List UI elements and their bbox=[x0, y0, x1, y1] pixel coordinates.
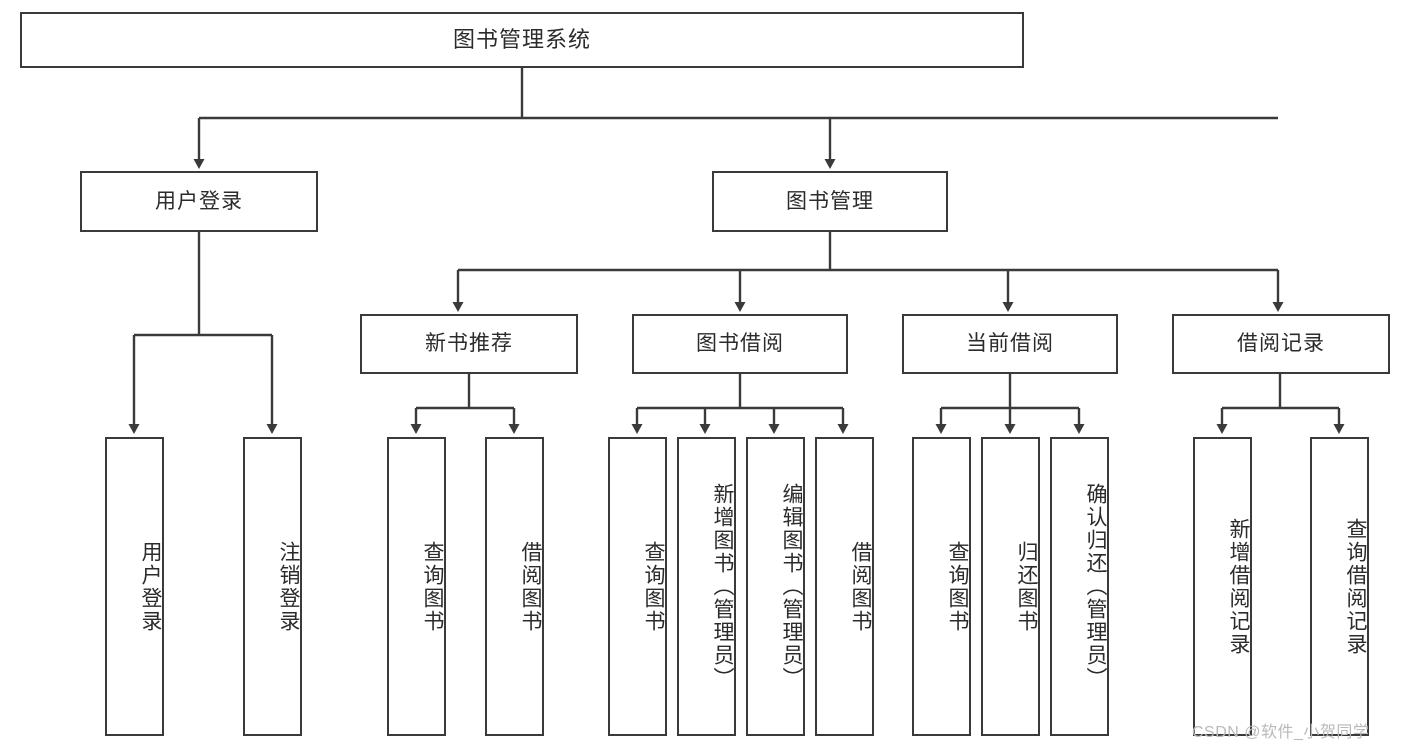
node-label: 归还图书 bbox=[1015, 540, 1038, 633]
node-user-login[interactable]: 用户登录 bbox=[80, 171, 318, 232]
node-label: 用户登录 bbox=[155, 189, 243, 213]
leaf-borrow-record-add[interactable]: 新增借阅记录 bbox=[1193, 437, 1252, 736]
node-label: 查询借阅记录 bbox=[1344, 517, 1367, 656]
node-label: 注销登录 bbox=[277, 540, 300, 633]
leaf-user-login-logout[interactable]: 注销登录 bbox=[243, 437, 302, 736]
node-label: 新增借阅记录 bbox=[1227, 517, 1250, 656]
leaf-current-borrow-confirm-return-admin[interactable]: 确认归还（管理员） bbox=[1050, 437, 1109, 736]
node-label: 编辑图书（管理员） bbox=[780, 483, 803, 690]
leaf-new-book-borrow[interactable]: 借阅图书 bbox=[485, 437, 544, 736]
node-book-borrowing[interactable]: 图书借阅 bbox=[632, 314, 848, 374]
node-label: 图书管理 bbox=[786, 189, 874, 213]
leaf-user-login-login[interactable]: 用户登录 bbox=[105, 437, 164, 736]
node-label: 用户登录 bbox=[139, 540, 162, 633]
leaf-book-borrow-borrow[interactable]: 借阅图书 bbox=[815, 437, 874, 736]
leaf-current-borrow-query[interactable]: 查询图书 bbox=[912, 437, 971, 736]
node-root-book-management-system[interactable]: 图书管理系统 bbox=[20, 12, 1024, 68]
node-label: 新书推荐 bbox=[425, 332, 513, 356]
node-label: 当前借阅 bbox=[966, 332, 1054, 356]
node-label: 借阅记录 bbox=[1237, 332, 1325, 356]
node-label: 查询图书 bbox=[946, 540, 969, 633]
leaf-current-borrow-return[interactable]: 归还图书 bbox=[981, 437, 1040, 736]
node-new-book-recommendation[interactable]: 新书推荐 bbox=[360, 314, 578, 374]
node-borrowing-record[interactable]: 借阅记录 bbox=[1172, 314, 1390, 374]
csdn-watermark: CSDN @软件_小贺同学 bbox=[1192, 724, 1370, 741]
leaf-borrow-record-query[interactable]: 查询借阅记录 bbox=[1310, 437, 1369, 736]
node-label: 借阅图书 bbox=[849, 540, 872, 633]
node-label: 新增图书（管理员） bbox=[711, 483, 734, 690]
node-book-management[interactable]: 图书管理 bbox=[712, 171, 948, 232]
node-label: 查询图书 bbox=[642, 540, 665, 633]
leaf-book-borrow-query[interactable]: 查询图书 bbox=[608, 437, 667, 736]
leaf-new-book-query[interactable]: 查询图书 bbox=[387, 437, 446, 736]
leaf-book-borrow-add-admin[interactable]: 新增图书（管理员） bbox=[677, 437, 736, 736]
node-current-borrowing[interactable]: 当前借阅 bbox=[902, 314, 1118, 374]
node-label: 图书借阅 bbox=[696, 332, 784, 356]
leaf-book-borrow-edit-admin[interactable]: 编辑图书（管理员） bbox=[746, 437, 805, 736]
node-label: 查询图书 bbox=[421, 540, 444, 633]
node-label: 借阅图书 bbox=[519, 540, 542, 633]
node-label: 确认归还（管理员） bbox=[1084, 483, 1107, 690]
node-label: 图书管理系统 bbox=[452, 26, 591, 52]
